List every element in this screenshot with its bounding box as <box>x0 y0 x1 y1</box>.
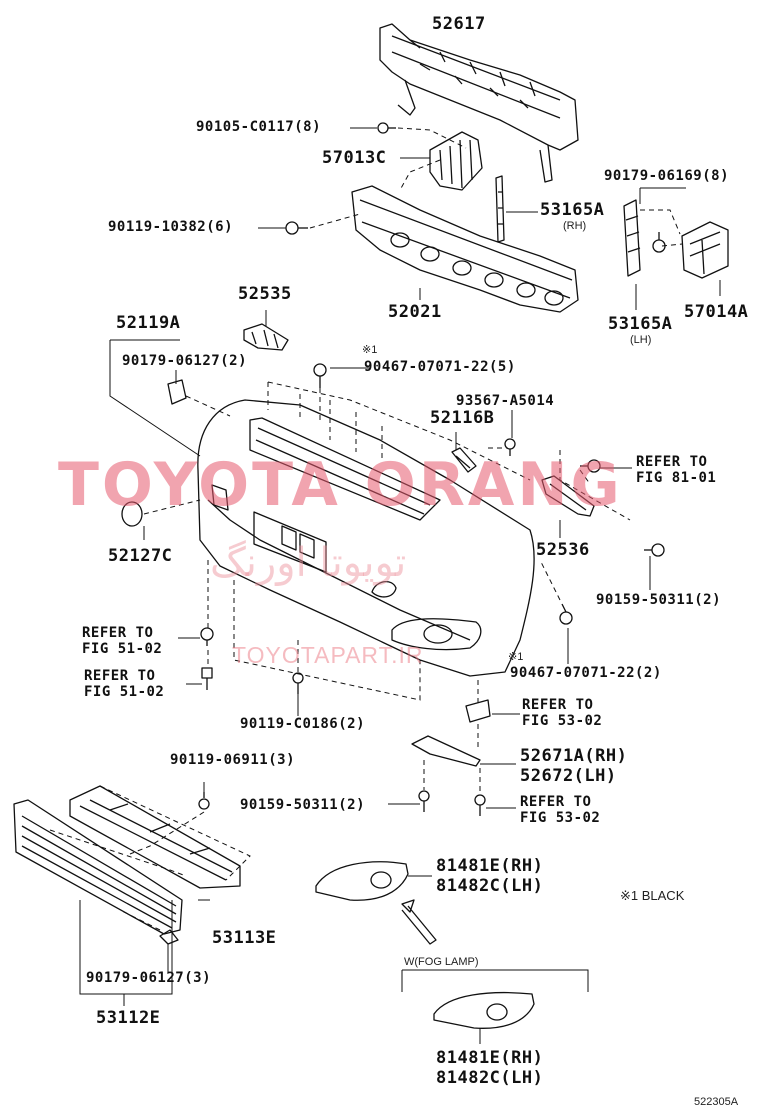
watermark-brand: TOYOTA ORANG <box>58 450 623 520</box>
watermark-persian: تویوتا اورنگ <box>210 540 407 586</box>
bracket-57013c <box>429 131 483 191</box>
label-90159-50311-b: 90159-50311(2) <box>240 797 366 813</box>
bracket-53165a-lh <box>623 199 641 277</box>
refer-51a-line1: REFER TO <box>82 625 154 641</box>
label-53113e: 53113E <box>212 928 277 948</box>
label-53165a-lh: 53165A <box>608 314 673 334</box>
label-90179-06127-3: 90179-06127(3) <box>86 970 212 986</box>
refer-51b-line2: FIG 51-02 <box>84 684 165 700</box>
label-90159-50311-a: 90159-50311(2) <box>596 592 722 608</box>
label-52672: 52672(LH) <box>520 766 617 786</box>
label-90119-c0186: 90119-C0186(2) <box>240 716 366 732</box>
direction-arrow <box>401 899 437 945</box>
bumper-cover <box>197 399 535 677</box>
label-52021: 52021 <box>388 302 442 322</box>
refer-81-line1: REFER TO <box>636 454 708 470</box>
label-57013c: 57013C <box>322 148 387 168</box>
label-90119-10382: 90119-10382(6) <box>108 219 234 235</box>
fog-cover-81481e-a <box>315 861 409 901</box>
retainer-52116b <box>451 447 477 473</box>
note-fog-lamp: W(FOG LAMP) <box>404 956 479 968</box>
label-93567-a5014: 93567-A5014 <box>456 393 555 409</box>
fog-cover-81481e-b <box>433 992 535 1029</box>
guide-lines <box>49 127 683 931</box>
bracket-53165a-rh <box>495 175 505 243</box>
mark-1-b: ※1 <box>508 651 524 663</box>
label-90179-06127-2: 90179-06127(2) <box>122 353 248 369</box>
label-90119-06911: 90119-06911(3) <box>170 752 296 768</box>
clip-52535 <box>243 323 289 351</box>
label-52536: 52536 <box>536 540 590 560</box>
refer-53b-line1: REFER TO <box>520 794 592 810</box>
label-81482c-b: 81482C(LH) <box>436 1068 544 1088</box>
clip-52671a <box>411 735 481 767</box>
figure-code: 522305A <box>694 1096 739 1108</box>
label-52671a: 52671A(RH) <box>520 746 628 766</box>
bracket-57014a <box>681 221 729 279</box>
note-black: ※1 BLACK <box>620 888 685 903</box>
label-81482c-a: 81482C(LH) <box>436 876 544 896</box>
refer-53a-line2: FIG 53-02 <box>522 713 603 729</box>
retainer-52617 <box>379 23 579 183</box>
refer-51a-line2: FIG 51-02 <box>82 641 163 657</box>
grille-53112e <box>13 799 183 935</box>
leader-lines <box>79 127 721 1044</box>
fasteners <box>159 122 666 945</box>
refer-53a-line1: REFER TO <box>522 697 594 713</box>
label-57014a: 57014A <box>684 302 749 322</box>
label-81481e-a: 81481E(RH) <box>436 856 544 876</box>
cap-52127c <box>121 501 143 527</box>
refer-53b-line2: FIG 53-02 <box>520 810 601 826</box>
label-90105-c0117: 90105-C0117(8) <box>196 119 322 135</box>
retainer-52536 <box>541 475 595 517</box>
label-90467-2: 90467-07071-22(2) <box>510 665 662 681</box>
label-90467-5: 90467-07071-22(5) <box>364 359 516 375</box>
note-lh: (LH) <box>630 334 652 346</box>
label-81481e-b: 81481E(RH) <box>436 1048 544 1068</box>
mark-1-a: ※1 <box>362 344 378 356</box>
watermark-site: TOYOTAPART.IR <box>232 642 424 668</box>
label-52535: 52535 <box>238 284 292 304</box>
refer-81-line2: FIG 81-01 <box>636 470 717 486</box>
label-52617: 52617 <box>432 14 486 34</box>
reinforcement-52021 <box>351 185 579 313</box>
note-rh: (RH) <box>563 220 587 232</box>
refer-51b-line1: REFER TO <box>84 668 156 684</box>
label-53165a-rh: 53165A <box>540 200 605 220</box>
clip-refer-53 <box>465 699 491 723</box>
clip-90179-06127 <box>167 379 187 405</box>
grille-53113e <box>69 785 241 889</box>
label-52116b: 52116B <box>430 408 495 428</box>
label-52127c: 52127C <box>108 546 173 566</box>
label-52119a: 52119A <box>116 313 181 333</box>
label-90179-06169: 90179-06169(8) <box>604 168 730 184</box>
label-53112e: 53112E <box>96 1008 161 1028</box>
